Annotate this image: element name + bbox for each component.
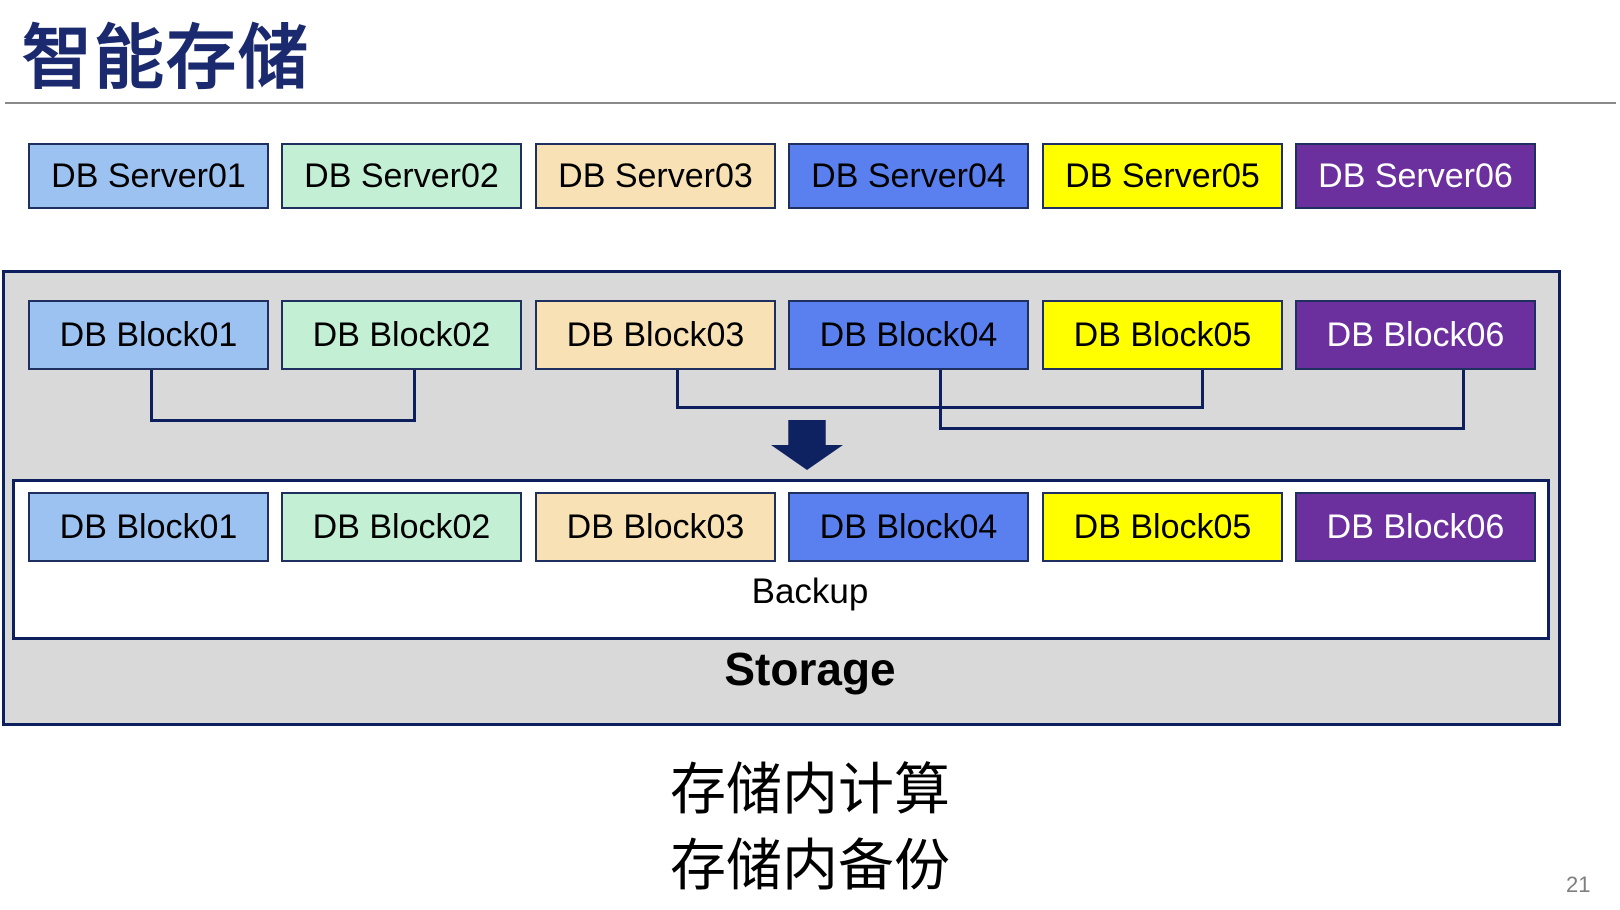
bottom-block-02: DB Block02 bbox=[281, 492, 522, 562]
connector-line bbox=[676, 370, 679, 409]
bottom-block-06: DB Block06 bbox=[1295, 492, 1536, 562]
top-block-03: DB Block03 bbox=[535, 300, 776, 370]
page-number: 21 bbox=[1566, 872, 1591, 897]
page-title: 智能存储 bbox=[22, 19, 310, 97]
backup-label: Backup bbox=[751, 572, 869, 611]
bottom-block-04: DB Block04 bbox=[788, 492, 1029, 562]
caption-line-2: 存储内备份 bbox=[670, 834, 950, 897]
server-box-06: DB Server06 bbox=[1295, 143, 1536, 209]
server-box-02: DB Server02 bbox=[281, 143, 522, 209]
top-block-01: DB Block01 bbox=[28, 300, 269, 370]
bottom-block-05: DB Block05 bbox=[1042, 492, 1283, 562]
top-block-04: DB Block04 bbox=[788, 300, 1029, 370]
top-block-02: DB Block02 bbox=[281, 300, 522, 370]
connector-line bbox=[150, 370, 153, 422]
server-box-05: DB Server05 bbox=[1042, 143, 1283, 209]
caption: 存储内计算 存储内备份 bbox=[0, 752, 1620, 904]
top-block-05: DB Block05 bbox=[1042, 300, 1283, 370]
server-box-01: DB Server01 bbox=[28, 143, 269, 209]
server-box-03: DB Server03 bbox=[535, 143, 776, 209]
bottom-block-01: DB Block01 bbox=[28, 492, 269, 562]
connector-line bbox=[1462, 370, 1465, 430]
connector-line bbox=[413, 370, 416, 422]
server-box-04: DB Server04 bbox=[788, 143, 1029, 209]
top-block-06: DB Block06 bbox=[1295, 300, 1536, 370]
caption-line-1: 存储内计算 bbox=[670, 758, 950, 821]
storage-label: Storage bbox=[724, 643, 896, 695]
connector-line bbox=[1201, 370, 1204, 409]
connector-line bbox=[939, 427, 1465, 430]
connector-line bbox=[939, 370, 942, 430]
connector-line bbox=[150, 419, 416, 422]
bottom-block-03: DB Block03 bbox=[535, 492, 776, 562]
title-divider bbox=[5, 102, 1616, 104]
